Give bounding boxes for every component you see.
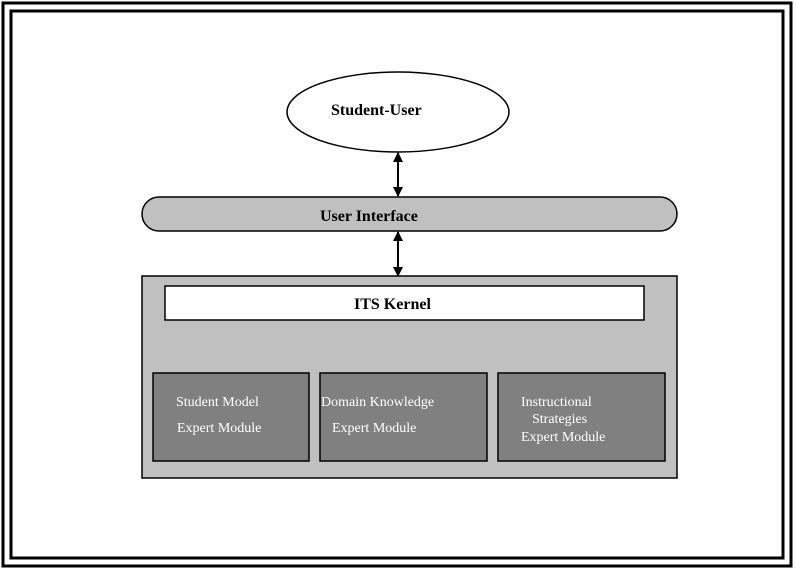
instructional-line3: Expert Module [521,430,606,445]
instructional-line2: Strategies [532,412,588,427]
student-model-line2: Expert Module [177,421,262,436]
user-interface-node [141,196,678,232]
inner-frame [9,9,785,560]
module-box-domain-knowledge [319,372,488,462]
module-box-instructional-strategies [497,372,666,462]
its-kernel-label: ITS Kernel [354,296,431,313]
instructional-line1: Instructional [521,395,592,410]
student-user-label: Student-User [331,102,422,119]
module-box-student-model [152,372,310,462]
user-interface-label: User Interface [320,208,418,225]
student-model-line1: Student Model [176,395,259,410]
domain-knowledge-line1: Domain Knowledge [321,395,435,410]
domain-knowledge-line2: Expert Module [332,421,417,436]
its-kernel-node [164,285,645,321]
